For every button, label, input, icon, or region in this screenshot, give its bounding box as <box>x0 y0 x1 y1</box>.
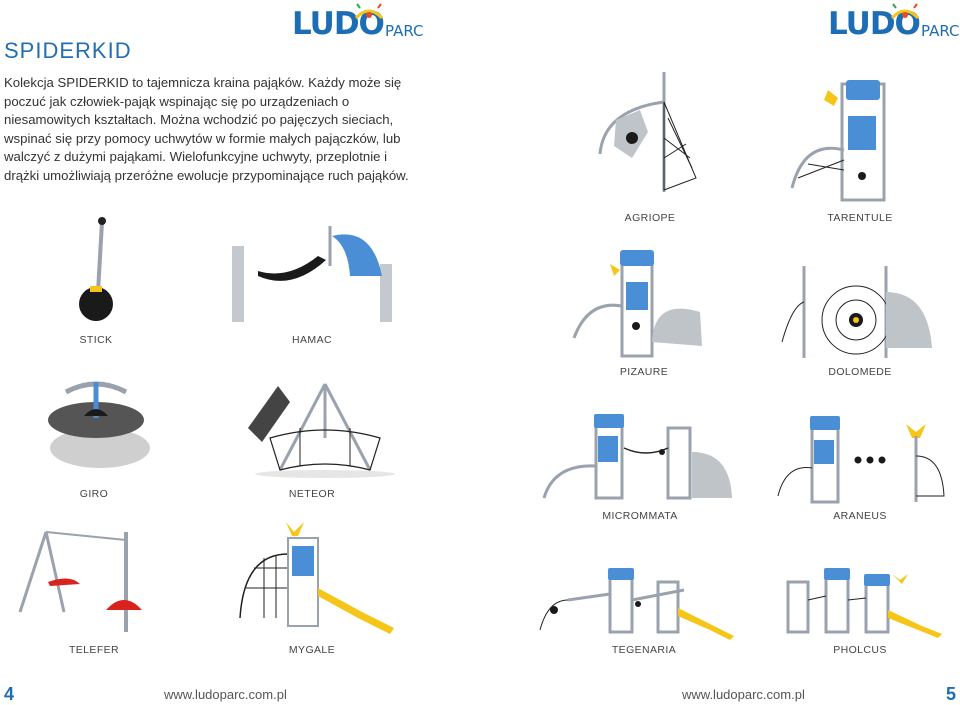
product-caption: TELEFER <box>68 644 120 656</box>
product-caption: MYGALE <box>288 644 336 656</box>
page-number: 4 <box>4 684 15 704</box>
product-caption: MICROMMATA <box>602 510 678 522</box>
product-caption: PHOLCUS <box>833 644 887 656</box>
sun-icon <box>354 3 384 20</box>
product-caption: GIRO <box>79 488 109 500</box>
footer-url-link[interactable]: www.ludoparc.com.pl <box>682 687 805 702</box>
footer-url-link[interactable]: www.ludoparc.com.pl <box>164 687 287 702</box>
product-caption: TARENTULE <box>827 212 893 224</box>
page-number: 5 <box>946 684 957 704</box>
product-caption: ARANEUS <box>833 510 887 522</box>
dolomede-illustration <box>781 266 932 358</box>
left-page: LUDO PARC SPIDERKID Kolekcja SPIDERKID t… <box>4 3 432 704</box>
pizaure-illustration <box>572 250 702 358</box>
tarentule-illustration <box>790 80 886 202</box>
product-caption: PIZAURE <box>619 366 669 378</box>
product-caption: TEGENARIA <box>611 644 677 656</box>
telefer-illustration <box>18 531 142 632</box>
giro-illustration <box>48 381 150 468</box>
ludoparc-logo: LUDO PARC <box>828 3 960 42</box>
stick-illustration <box>79 217 113 321</box>
product-caption: STICK <box>79 334 113 346</box>
sun-icon <box>890 3 920 20</box>
mygale-illustration <box>239 522 394 634</box>
micrommata-illustration <box>542 414 732 500</box>
neteor-illustration <box>248 383 395 478</box>
right-page: LUDO PARC AGRIOPE TARENTULE <box>480 0 960 705</box>
hamac-illustration <box>232 226 392 322</box>
pholcus-illustration <box>786 568 942 638</box>
agriope-illustration <box>598 72 697 192</box>
page-title: SPIDERKID <box>4 38 132 63</box>
product-caption: DOLOMEDE <box>828 366 892 378</box>
logo-sub: PARC <box>385 22 424 40</box>
intro-paragraph: Kolekcja SPIDERKID to tajemnicza kraina … <box>4 75 409 183</box>
ludoparc-logo: LUDO PARC <box>292 3 432 42</box>
product-caption: AGRIOPE <box>624 212 676 224</box>
araneus-illustration <box>777 416 945 504</box>
logo-sub: PARC <box>921 22 960 40</box>
tegenaria-illustration <box>539 568 734 640</box>
product-caption: NETEOR <box>288 488 336 500</box>
product-caption: HAMAC <box>292 334 332 346</box>
